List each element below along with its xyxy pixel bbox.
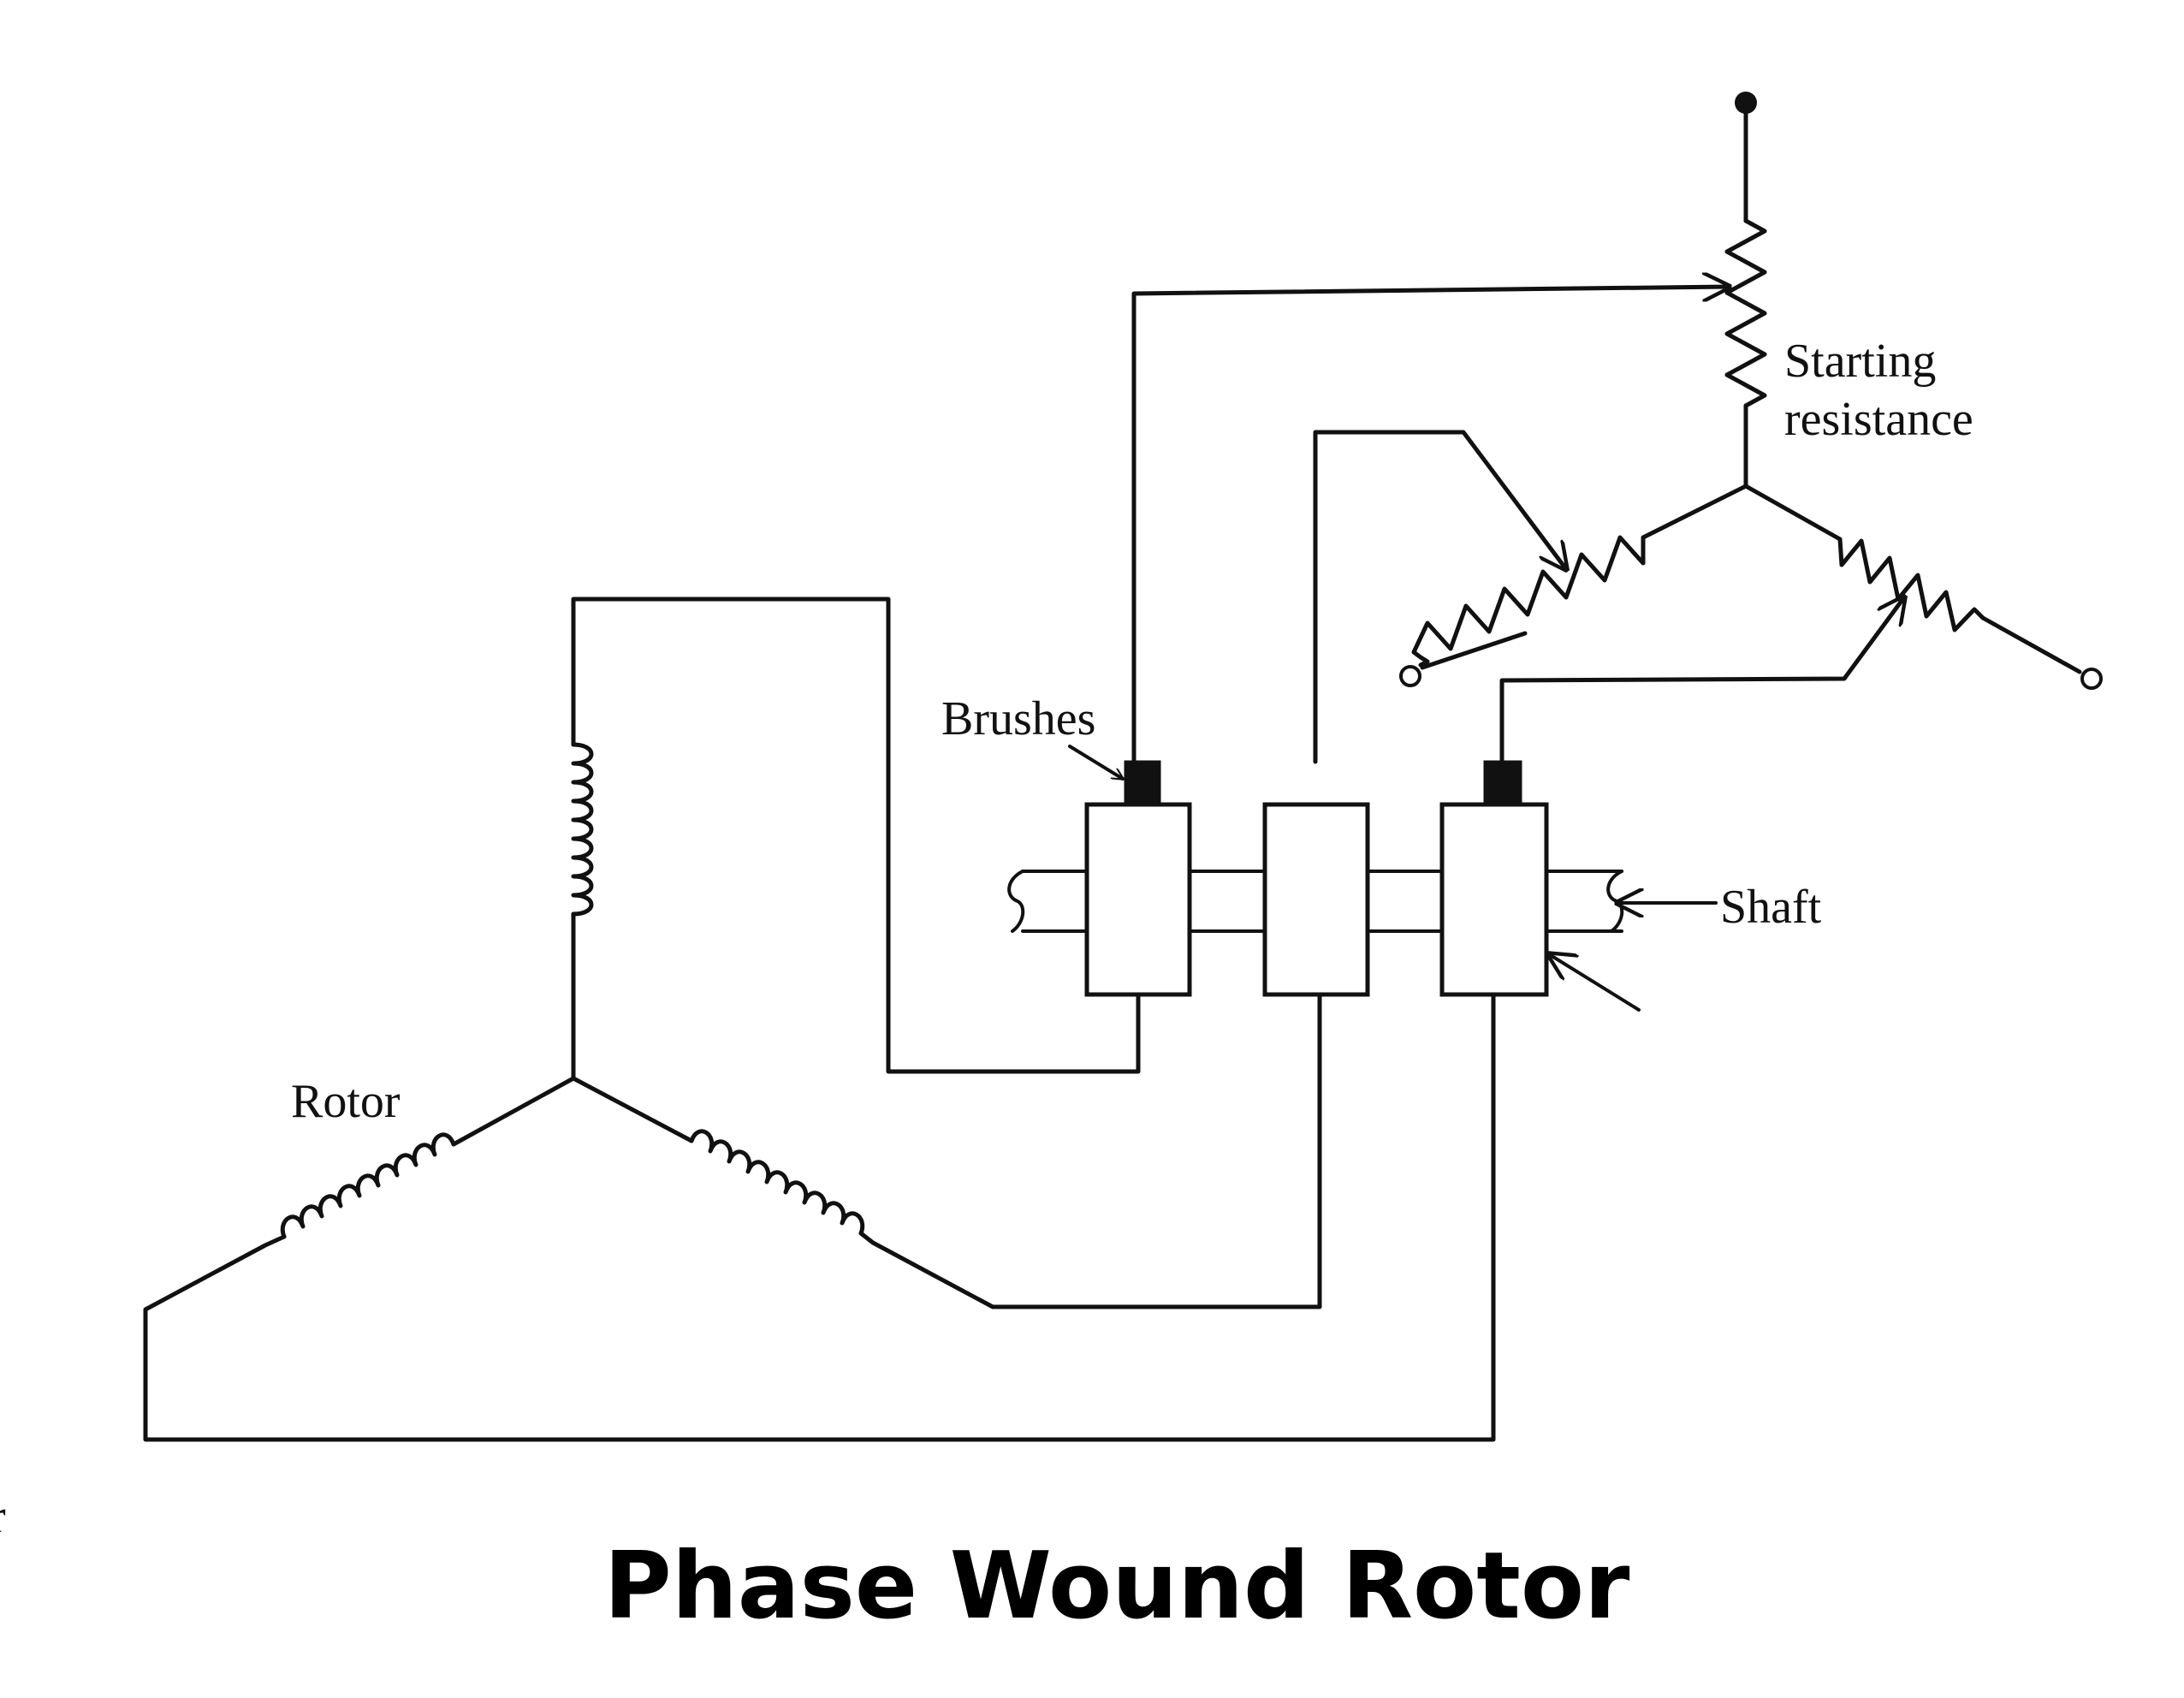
ring-pointer bbox=[1549, 954, 1641, 1012]
brush-1 bbox=[1124, 760, 1161, 806]
rotor-coil-right bbox=[689, 1129, 865, 1236]
rotor-label: Rotor bbox=[291, 1075, 401, 1128]
rotor-right-branch-wire bbox=[571, 1076, 694, 1143]
resistor-left-zigzag bbox=[1411, 535, 1646, 655]
rotor-right-outer-lead bbox=[858, 992, 1322, 1309]
resistor-left-inner-lead bbox=[1641, 484, 1748, 540]
margin-mark: r bbox=[0, 1490, 6, 1543]
ring-2-lead bbox=[1313, 430, 1566, 764]
brushes-pointer bbox=[1068, 745, 1123, 781]
rotor-windings bbox=[143, 597, 1496, 1442]
slip-rings bbox=[1084, 802, 1549, 997]
resistor-left-outer-lead bbox=[1411, 650, 1430, 668]
resistor-right-outer-lead bbox=[1980, 615, 2082, 674]
right-terminal bbox=[2080, 668, 2103, 690]
brushes bbox=[1124, 760, 1522, 806]
resistor-right-inner-lead bbox=[1743, 484, 1843, 542]
starting-resistance-label-line1: Starting bbox=[1784, 335, 1936, 388]
brush-3 bbox=[1483, 760, 1522, 806]
brush-3-lead bbox=[1499, 597, 1904, 764]
rotor-coil-left bbox=[280, 1132, 456, 1239]
rotor-winding-top-lead bbox=[571, 597, 1141, 1074]
resistor-top-zigzag bbox=[1724, 218, 1767, 408]
brush-1-lead bbox=[1131, 287, 1729, 764]
diagram-title: Phase Wound Rotor bbox=[604, 1533, 1630, 1640]
shaft-break-left bbox=[1007, 870, 1025, 933]
rotor-coil-vertical bbox=[571, 742, 594, 917]
slip-ring-1 bbox=[1084, 802, 1192, 997]
pointer-arrows bbox=[1068, 745, 1718, 1012]
brush-leads bbox=[1131, 287, 1904, 764]
shaft-label: Shaft bbox=[1720, 881, 1822, 934]
starting-resistance-label-line2: resistance bbox=[1784, 393, 1973, 446]
brushes-label: Brushes bbox=[941, 692, 1095, 745]
rotor-left-branch-wire bbox=[451, 1076, 576, 1147]
slip-ring-2 bbox=[1262, 802, 1370, 997]
resistor-left-terminal-lead bbox=[1420, 631, 1528, 670]
starting-resistance bbox=[1399, 92, 2103, 690]
resistor-right-zigzag bbox=[1837, 537, 1985, 632]
left-terminal bbox=[1399, 665, 1421, 687]
slip-ring-3 bbox=[1439, 802, 1549, 997]
rotor-left-outer-lead bbox=[143, 992, 1496, 1442]
